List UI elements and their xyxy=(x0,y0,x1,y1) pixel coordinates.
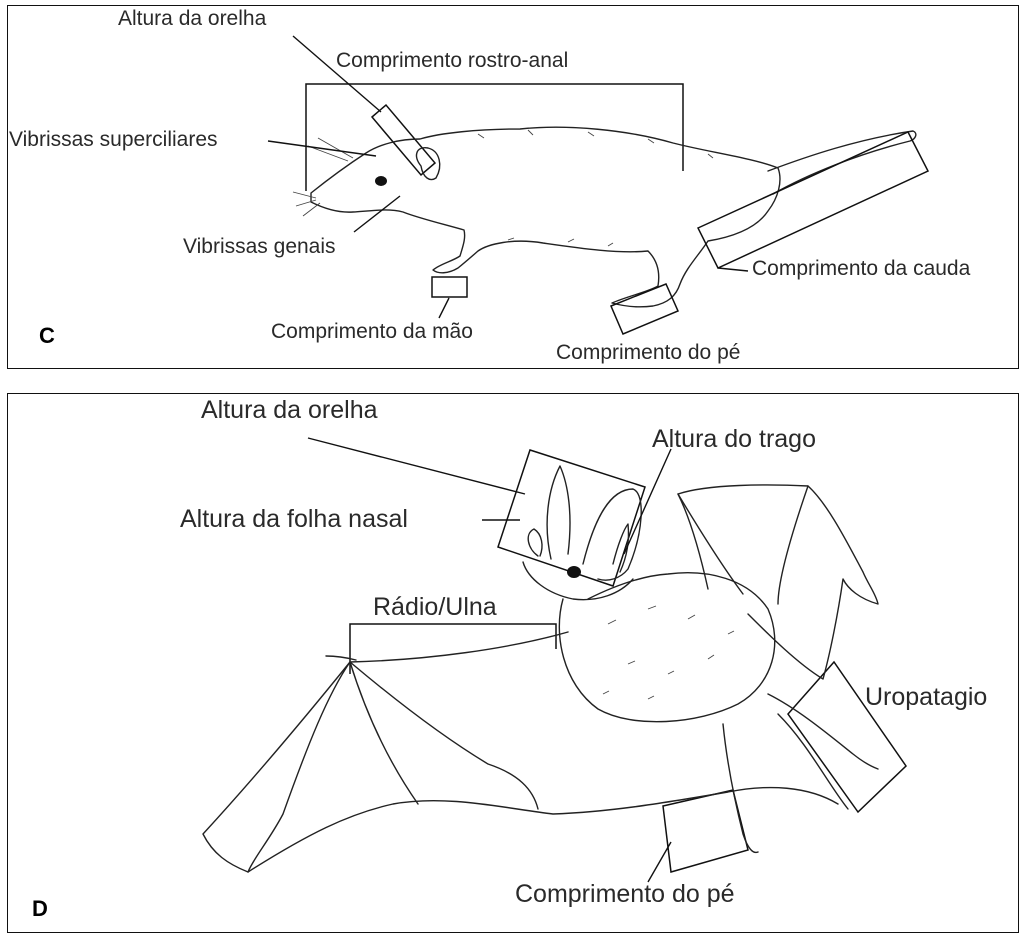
tragus-leader xyxy=(624,449,671,554)
foot-length-label: Comprimento do pé xyxy=(556,341,740,365)
rodent-whiskers xyxy=(293,138,353,216)
uropatagium-label: Uropatagio xyxy=(865,683,987,712)
foot-length-label: Comprimento do pé xyxy=(515,880,735,909)
superciliary-leader xyxy=(268,141,376,156)
hand-length-label: Comprimento da mão xyxy=(271,320,473,344)
radius-ulna-bracket xyxy=(350,624,556,674)
head-body-length-bracket xyxy=(306,84,683,191)
bat-noseleaf xyxy=(528,529,542,556)
panel-c: Altura da orelha Comprimento rostro-anal… xyxy=(7,5,1019,369)
hand-length-leader xyxy=(439,298,449,318)
tail-length-box xyxy=(698,132,928,268)
superciliary-vibrissae-label: Vibrissas superciliares xyxy=(9,128,218,152)
bat-right-wing xyxy=(678,485,878,679)
ear-height-label: Altura da orelha xyxy=(118,7,266,31)
bat-body xyxy=(559,573,774,722)
foot-length-leader xyxy=(648,842,671,882)
genal-vibrissae-label: Vibrissas genais xyxy=(183,235,336,259)
panel-d: Altura da orelha Altura do trago Altura … xyxy=(7,393,1019,933)
hand-length-box xyxy=(432,277,467,297)
tragus-height-label: Altura do trago xyxy=(652,425,816,454)
bat-illustration xyxy=(8,394,1018,932)
radius-ulna-label: Rádio/Ulna xyxy=(373,593,497,622)
rodent-body xyxy=(311,127,780,307)
bat-left-wing xyxy=(203,632,838,872)
rodent-eye xyxy=(375,176,387,186)
tail-length-label: Comprimento da cauda xyxy=(752,257,970,281)
head-body-length-label: Comprimento rostro-anal xyxy=(336,49,568,73)
tail-length-leader xyxy=(718,268,748,271)
ear-height-leader xyxy=(308,438,525,494)
panel-letter-d: D xyxy=(32,896,48,922)
ear-height-label: Altura da orelha xyxy=(201,396,378,425)
noseleaf-height-label: Altura da folha nasal xyxy=(180,505,408,534)
bat-leg-right xyxy=(768,694,878,769)
genal-leader xyxy=(354,196,400,232)
bat-ear-left xyxy=(547,466,570,559)
bat-eye xyxy=(567,566,581,578)
panel-letter-c: C xyxy=(39,323,55,349)
